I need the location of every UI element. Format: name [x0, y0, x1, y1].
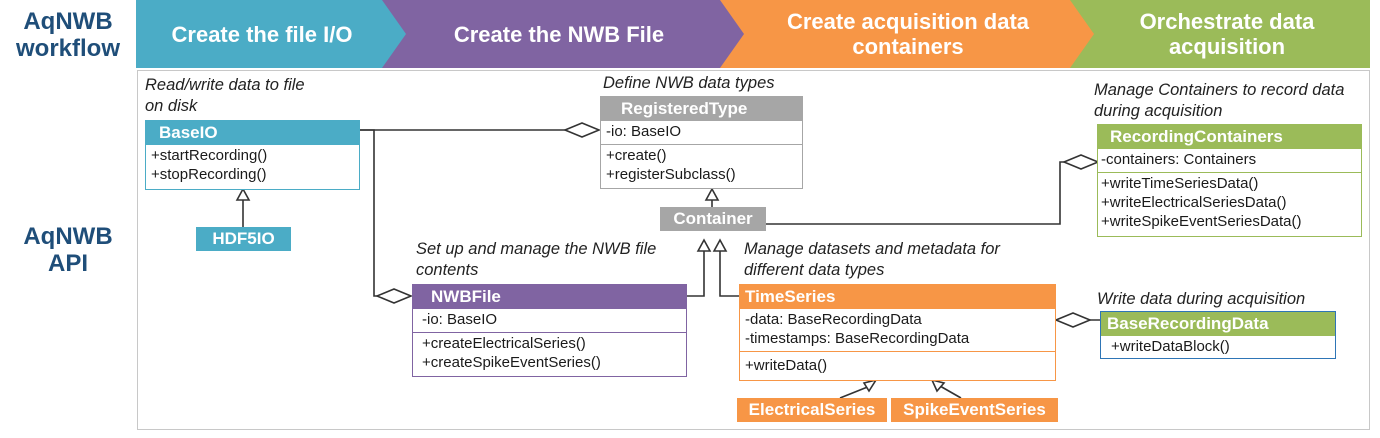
class-container: Container: [660, 207, 766, 231]
timeseries-annotation: Manage datasets and metadata for differe…: [744, 240, 1000, 279]
attribute: -io: BaseIO: [606, 123, 682, 140]
workflow-step-nwb-file: Create the NWB File: [382, 0, 746, 68]
methods-section: +writeDataBlock(): [1101, 336, 1335, 359]
class-recordingcontainers: RecordingContainers -containers: Contain…: [1097, 124, 1362, 237]
workflow-step-file-io: Create the file I/O: [136, 0, 408, 68]
method: +createElectricalSeries(): [422, 335, 586, 352]
attributes-section: -io: BaseIO: [601, 121, 802, 144]
workflow-step-label: Create the file I/O: [171, 21, 353, 47]
api-panel: [137, 70, 1370, 430]
workflow-step-label: Create the NWB File: [453, 21, 665, 47]
method: +writeElectricalSeriesData(): [1101, 194, 1287, 211]
class-spikeeventseries: SpikeEventSeries: [891, 398, 1058, 422]
method: +writeSpikeEventSeriesData(): [1101, 213, 1302, 230]
method: +registerSubclass(): [606, 166, 736, 183]
class-nwbfile: NWBFile -io: BaseIO +createElectricalSer…: [412, 284, 687, 377]
baseio-annotation: Read/write data to file on disk: [145, 76, 305, 115]
class-header: TimeSeries: [740, 285, 1055, 309]
class-header: RecordingContainers: [1098, 125, 1361, 149]
attributes-section: -io: BaseIO: [413, 309, 686, 332]
attribute: -data: BaseRecordingData: [745, 311, 922, 328]
class-timeseries: TimeSeries -data: BaseRecordingData -tim…: [739, 284, 1056, 381]
class-header: RegisteredType: [601, 97, 802, 121]
methods-section: +writeTimeSeriesData() +writeElectricalS…: [1098, 172, 1361, 234]
api-label: AqNWB API: [23, 223, 113, 277]
attribute: -containers: Containers: [1101, 151, 1257, 168]
methods-section: +writeData(): [740, 351, 1055, 378]
method: +startRecording(): [151, 147, 268, 164]
methods-section: +create() +registerSubclass(): [601, 144, 802, 187]
class-electricalseries: ElectricalSeries: [737, 398, 887, 422]
recordingcontainers-annotation: Manage Containers to record data during …: [1094, 81, 1345, 120]
method: +writeDataBlock(): [1111, 338, 1230, 355]
attribute: -timestamps: BaseRecordingData: [745, 330, 970, 347]
workflow-step-orchestrate: Orchestrate data acquisition: [1070, 0, 1370, 68]
method: +stopRecording(): [151, 166, 267, 183]
method: +create(): [606, 147, 667, 164]
class-header: NWBFile: [413, 285, 686, 309]
class-header: BaseIO: [146, 121, 359, 145]
workflow-step-label: Orchestrate data acquisition: [1139, 9, 1315, 59]
method: +writeData(): [745, 357, 828, 374]
methods-section: +createElectricalSeries() +createSpikeEv…: [413, 332, 686, 375]
registeredtype-annotation: Define NWB data types: [603, 74, 775, 92]
methods-section: +startRecording() +stopRecording(): [146, 145, 359, 187]
class-baseio: BaseIO +startRecording() +stopRecording(…: [145, 120, 360, 190]
class-baserecordingdata: BaseRecordingData +writeDataBlock(): [1100, 311, 1336, 359]
workflow-step-label: Create acquisition data containers: [786, 9, 1030, 59]
class-hdf5io: HDF5IO: [196, 227, 291, 251]
method: +createSpikeEventSeries(): [422, 354, 601, 371]
workflow-step-containers: Create acquisition data containers: [720, 0, 1096, 68]
attributes-section: -data: BaseRecordingData -timestamps: Ba…: [740, 309, 1055, 351]
attribute: -io: BaseIO: [422, 311, 498, 328]
workflow-label: AqNWB workflow: [15, 8, 120, 62]
class-registeredtype: RegisteredType -io: BaseIO +create() +re…: [600, 96, 803, 189]
attributes-section: -containers: Containers: [1098, 149, 1361, 172]
baserecordingdata-annotation: Write data during acquisition: [1097, 290, 1306, 308]
method: +writeTimeSeriesData(): [1101, 175, 1259, 192]
class-header: BaseRecordingData: [1101, 312, 1335, 336]
nwbfile-annotation: Set up and manage the NWB file contents: [416, 240, 657, 279]
